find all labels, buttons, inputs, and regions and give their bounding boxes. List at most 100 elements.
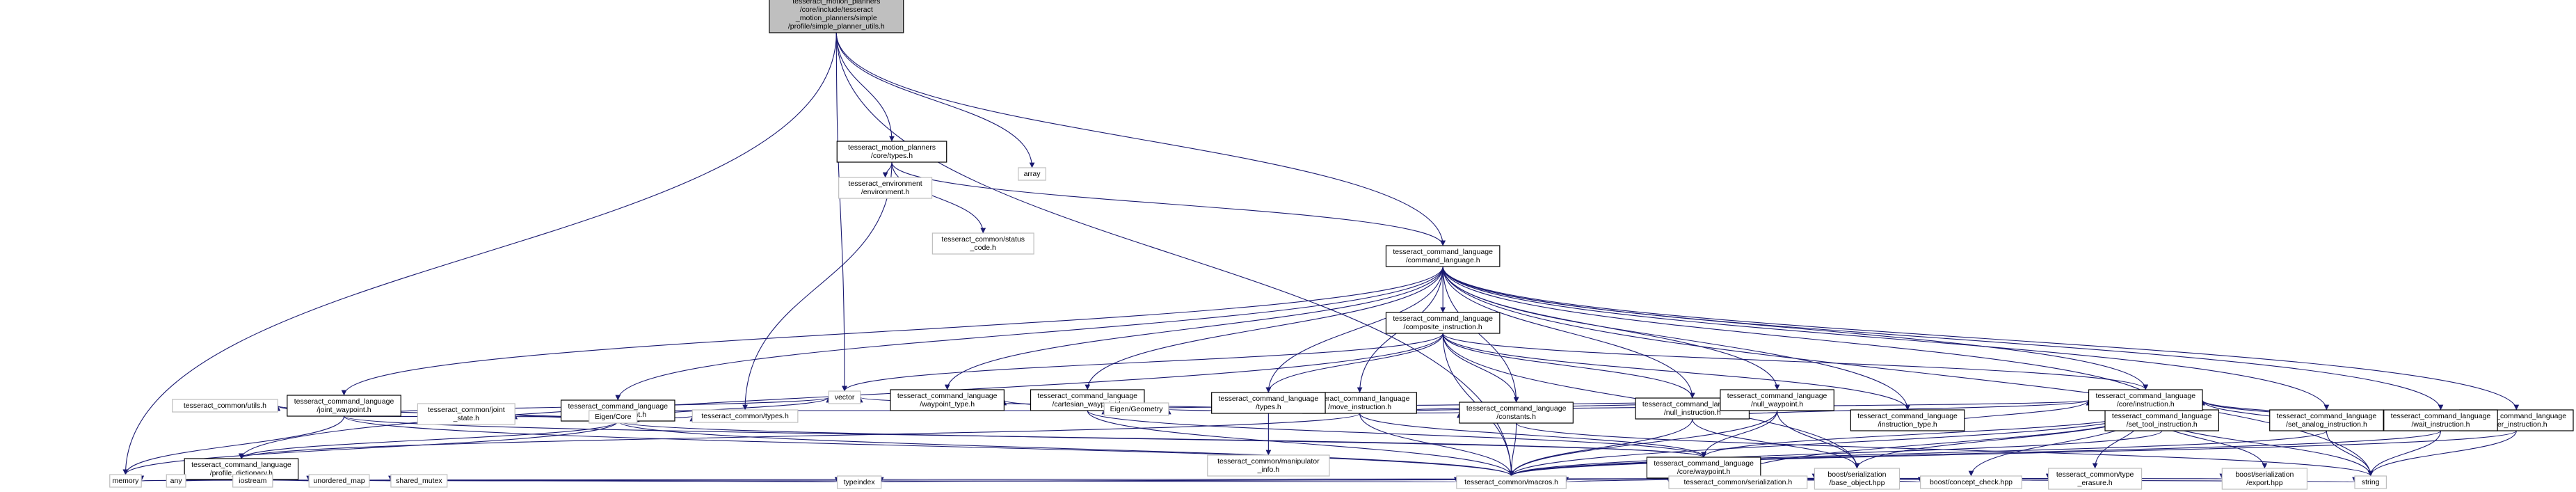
node-unordered-map[interactable]: unordered_map: [308, 474, 370, 488]
node-box: [2104, 409, 2220, 431]
nodes-layer: tesseract_motion_planners/core/include/t…: [109, 0, 2574, 490]
edge-cmd_lang-to-null_instr: [1442, 266, 1695, 399]
node-box: [390, 474, 448, 488]
node-label-line: string: [2362, 478, 2380, 486]
node-box: [890, 389, 1005, 411]
node-label-line: tesseract_command_language: [2277, 412, 2377, 420]
node-box: [931, 232, 1034, 255]
node-status[interactable]: tesseract_common/status_code.h: [931, 232, 1034, 255]
node-memory[interactable]: memory: [109, 474, 142, 488]
node-label-line: tesseract_common/type: [2056, 470, 2134, 479]
node-env[interactable]: tesseract_environment/environment.h: [838, 177, 933, 199]
edge-cmd_lang-to-constants: [1442, 266, 1519, 403]
node-core-wp[interactable]: tesseract_command_language/core/waypoint…: [1646, 457, 1761, 479]
node-null-wp[interactable]: tesseract_command_language/null_waypoint…: [1720, 389, 1834, 411]
node-label-line: tesseract_command_language: [568, 402, 668, 411]
edge-wait-to-string: [2367, 430, 2442, 477]
node-label-line: /wait_instruction.h: [2411, 420, 2470, 429]
node-joint-wp[interactable]: tesseract_command_language/joint_waypoin…: [287, 395, 401, 417]
edge-constants-to-string: [1516, 422, 2374, 477]
node-label-line: _erasure.h: [2077, 479, 2113, 487]
edge-wait-to-macros: [1509, 430, 2442, 477]
node-mp-types[interactable]: tesseract_motion_planners/core/types.h: [836, 141, 947, 163]
node-label-line: /command_language.h: [1406, 256, 1480, 264]
node-typeindex[interactable]: typeindex: [836, 475, 882, 489]
edge-mp_types-to-common_types: [742, 161, 893, 411]
node-label-line: tesseract_environment: [848, 180, 922, 188]
node-set-tool[interactable]: tesseract_command_language/set_tool_inst…: [2104, 409, 2220, 431]
node-box: [1211, 392, 1326, 414]
edge-set_tool-to-macros: [1508, 430, 2163, 477]
node-label-line: tesseract_command_language: [1219, 395, 1319, 403]
node-iostream[interactable]: iostream: [232, 474, 273, 488]
node-label-line: /null_waypoint.h: [1751, 400, 1803, 408]
node-utils[interactable]: tesseract_common/utils.h: [172, 399, 278, 413]
node-label-line: tesseract_command_language: [1466, 404, 1567, 413]
node-label-line: tesseract_command_language: [294, 397, 394, 406]
node-instr-type[interactable]: tesseract_command_language/instruction_t…: [1850, 409, 1965, 431]
node-label-line: tesseract_command_language: [2095, 392, 2195, 400]
edge-cmd_lang-to-core_instr: [1442, 266, 2149, 390]
node-wp-type[interactable]: tesseract_command_language/waypoint_type…: [890, 389, 1005, 411]
node-set-analog[interactable]: tesseract_command_language/set_analog_in…: [2269, 409, 2384, 431]
edge-state_wp-to-profile_dict: [239, 420, 618, 459]
node-box: [769, 0, 904, 33]
node-type-erasure[interactable]: tesseract_common/type_erasure.h: [2048, 468, 2143, 490]
edge-cmd_lang-to-instr_type: [1442, 266, 1910, 411]
edge-set_analog-to-string: [2326, 430, 2374, 477]
node-array[interactable]: array: [1018, 167, 1046, 181]
edge-cmd_lang-to-string: [1442, 266, 2374, 477]
node-serialization[interactable]: tesseract_common/serialization.h: [1668, 475, 1808, 489]
node-box: [172, 399, 278, 413]
node-label-line: /composite_instruction.h: [1404, 323, 1482, 331]
node-box: [2383, 409, 2498, 431]
node-eigen-core[interactable]: Eigen/Core: [589, 410, 638, 424]
node-label-line: /types.h: [1256, 403, 1281, 411]
node-vector[interactable]: vector: [828, 390, 861, 404]
node-box: [2088, 389, 2203, 411]
node-label-line: memory: [113, 477, 140, 485]
edge-mp_types-to-status: [891, 161, 986, 234]
node-base-object[interactable]: boost/serialization/base_object.hpp: [1814, 468, 1901, 490]
node-constants[interactable]: tesseract_command_language/constants.h: [1459, 402, 1574, 424]
edge-core_wp-to-typeindex: [880, 476, 1704, 483]
edge-cmd_lang-to-wp_type: [944, 266, 1443, 390]
node-any[interactable]: any: [166, 474, 186, 488]
edge-cmd_lang-to-timer: [1442, 266, 2520, 411]
node-joint-state[interactable]: tesseract_common/joint_state.h: [417, 403, 515, 425]
node-concept-check[interactable]: boost/concept_check.hpp: [1920, 475, 2022, 489]
node-box: [1668, 475, 1808, 489]
node-box: [166, 474, 186, 488]
node-box: [417, 403, 515, 425]
node-eigen-geom[interactable]: Eigen/Geometry: [1103, 402, 1169, 416]
node-box: [2221, 468, 2308, 490]
node-label-line: array: [1024, 170, 1041, 178]
node-cmd-lang[interactable]: tesseract_command_language/command_langu…: [1385, 245, 1501, 267]
edge-composite-to-constants: [1442, 333, 1519, 403]
node-macros[interactable]: tesseract_common/macros.h: [1456, 475, 1567, 489]
node-label-line: _info.h: [1257, 466, 1280, 474]
node-box: [836, 141, 947, 163]
edge-root-to-array: [835, 32, 1035, 168]
node-common-types[interactable]: tesseract_common/types.h: [691, 409, 799, 423]
node-box: [836, 475, 882, 489]
edge-cart_wp-to-macros: [1087, 410, 1514, 477]
node-label-line: /core/waypoint.h: [1677, 468, 1731, 476]
node-shared-mutex[interactable]: shared_mutex: [390, 474, 448, 488]
node-label-line: tesseract_common/macros.h: [1464, 478, 1558, 486]
node-cl-types[interactable]: tesseract_command_language/types.h: [1211, 392, 1326, 414]
node-composite[interactable]: tesseract_command_language/composite_ins…: [1385, 312, 1501, 334]
node-label-line: /set_analog_instruction.h: [2286, 420, 2367, 429]
node-string[interactable]: string: [2354, 475, 2387, 489]
edge-composite-to-vector: [842, 333, 1443, 392]
node-core-instr[interactable]: tesseract_command_language/core/instruct…: [2088, 389, 2203, 411]
node-box: [1720, 389, 1834, 411]
edge-timer-to-string: [2367, 430, 2517, 477]
node-wait[interactable]: tesseract_command_language/wait_instruct…: [2383, 409, 2498, 431]
node-box: [1456, 475, 1567, 489]
node-manip-info[interactable]: tesseract_common/manipulator_info.h: [1207, 454, 1330, 477]
node-box: [828, 390, 861, 404]
edge-mp_types-to-env: [882, 161, 893, 178]
edge-set_analog-to-macros: [1508, 430, 2327, 477]
node-export[interactable]: boost/serialization/export.hpp: [2221, 468, 2308, 490]
